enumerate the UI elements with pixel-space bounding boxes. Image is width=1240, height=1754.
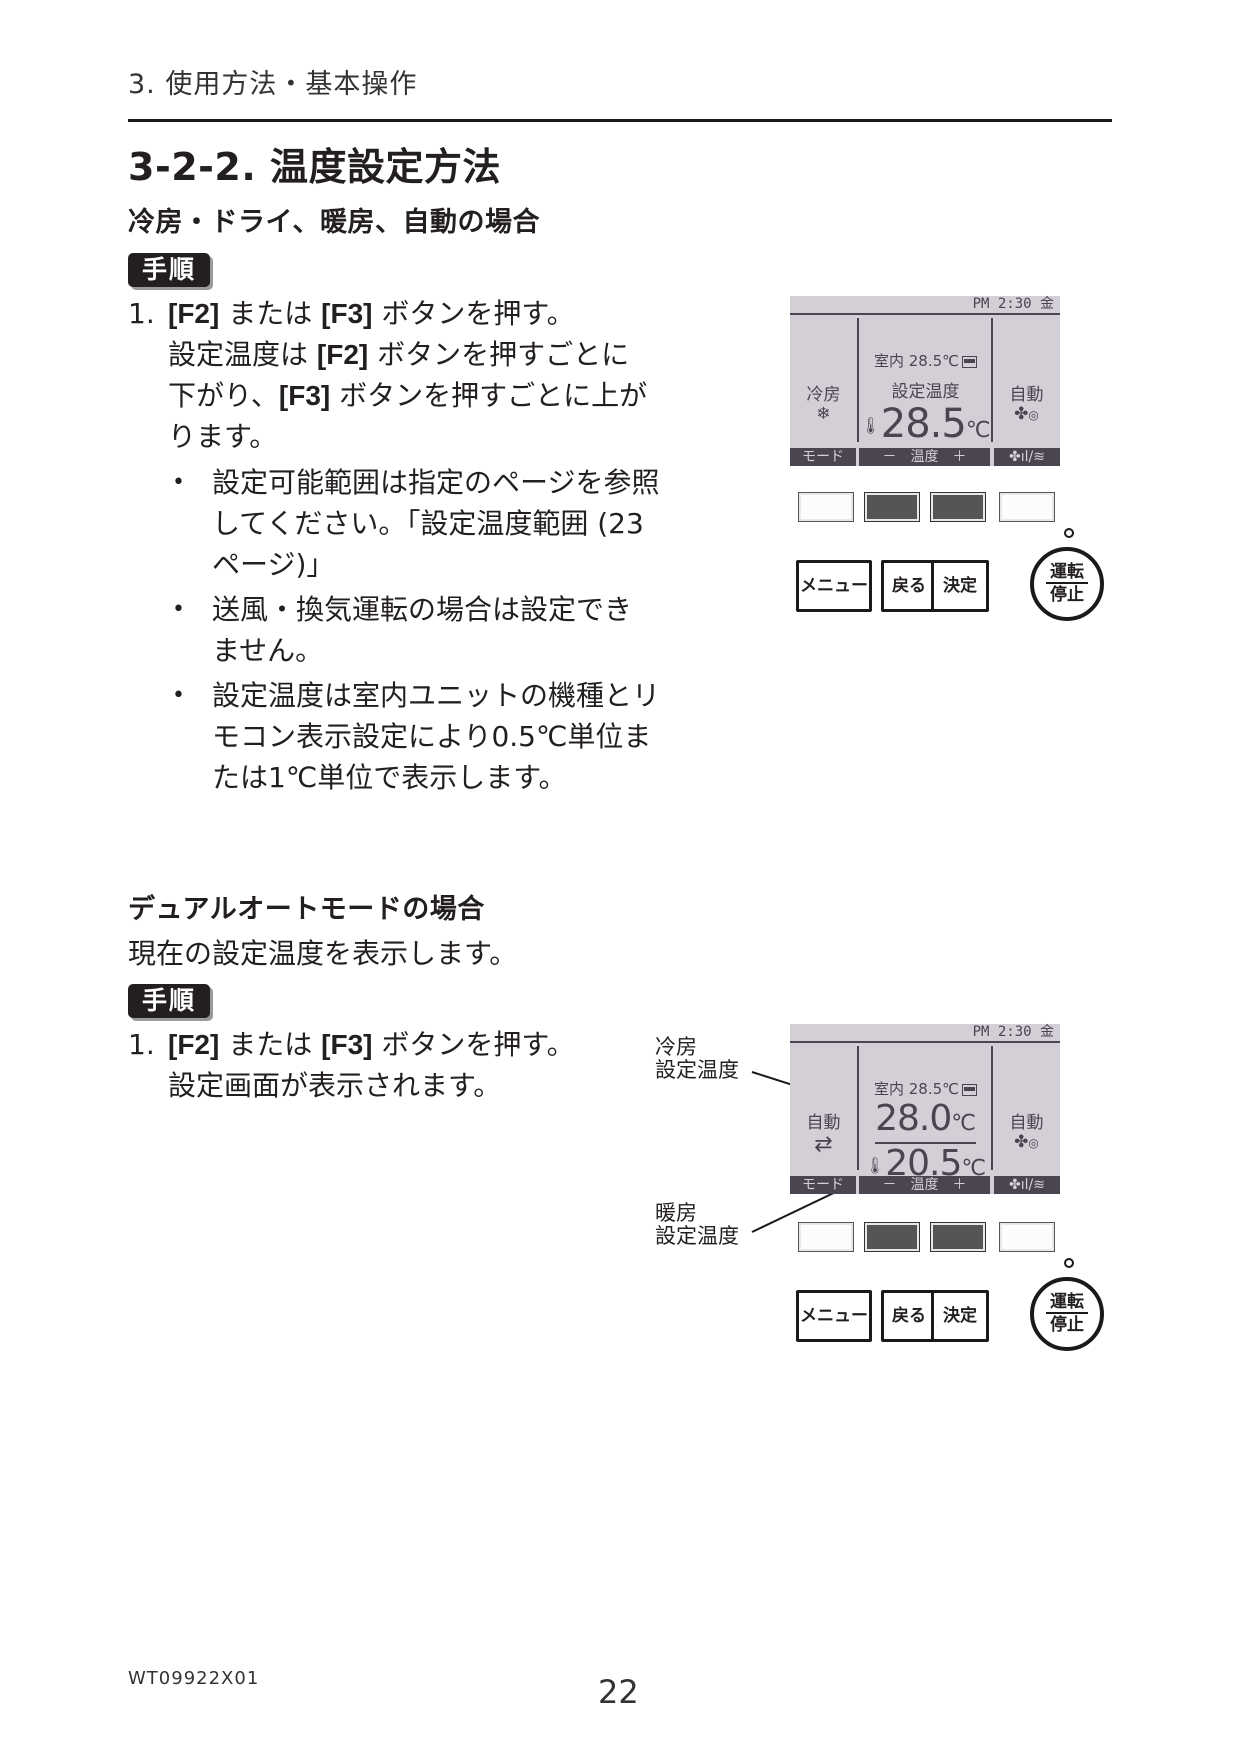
dual-auto-icon: ⇄ <box>814 1132 833 1157</box>
step-description: 設定温度は [F2] ボタンを押すごとに下がり、[F3] ボタンを押すごとに上が… <box>168 338 648 453</box>
procedure-badge: 手順 <box>128 253 211 287</box>
header-rule <box>128 119 1112 122</box>
callout-heating-set-temp: 暖房設定温度 <box>655 1201 739 1248</box>
section1-heading: 冷房・ドライ、暖房、自動の場合 <box>128 207 540 238</box>
step-number: 1. <box>128 297 155 330</box>
remote-lcd-screen-dual: PM 2:30 金 自動 ⇄ 室内 28.5℃ 28.0℃ 🌡20.5℃ 自動 … <box>790 1024 1060 1194</box>
room-temperature: 室内 28.5℃ <box>859 350 992 371</box>
step-number: 1. <box>128 1028 155 1061</box>
section-title: 3-2-2. 温度設定方法 <box>128 145 502 189</box>
power-button[interactable]: 運転停止 <box>1030 1277 1104 1351</box>
divider <box>991 1046 993 1170</box>
fan-mode: 自動 <box>1009 385 1044 405</box>
note-item: 送風・換気運転の場合は設定できません。 <box>170 589 660 671</box>
f1-button[interactable] <box>798 1222 854 1252</box>
fan-icon: ✤◎ <box>1014 1132 1039 1152</box>
divider <box>857 318 859 442</box>
power-led <box>1064 1258 1074 1268</box>
section1-step: 1. [F2] または [F3] ボタンを押す。 設定温度は [F2] ボタンを… <box>128 293 658 457</box>
snowflake-icon: ❄ <box>816 404 831 424</box>
step-instruction: [F2] または [F3] ボタンを押す。 <box>168 297 575 330</box>
temp-softkey-label: － 温度 ＋ <box>859 448 990 466</box>
f2-button[interactable] <box>864 1222 920 1252</box>
set-temp-label: 設定温度 <box>891 382 960 402</box>
mode-softkey-label: モード <box>790 1176 856 1194</box>
section2-step: 1. [F2] または [F3] ボタンを押す。 設定画面が表示されます。 <box>128 1024 658 1106</box>
unit-icon <box>962 1083 977 1096</box>
f1-button[interactable] <box>798 492 854 522</box>
set-temperature: 🌡28.5℃ <box>860 401 991 447</box>
note-item: 設定可能範囲は指定のページを参照してください。「設定温度範囲 (23ページ)」 <box>170 462 660 585</box>
callout-cooling-set-temp: 冷房設定温度 <box>655 1035 739 1082</box>
divider <box>857 1046 859 1170</box>
remote-lcd-screen: PM 2:30 金 冷房 ❄ 室内 28.5℃ 設定温度 🌡28.5℃ 自動 ✤… <box>790 296 1060 466</box>
lcd-status-bar: PM 2:30 金 <box>790 296 1060 315</box>
f2-button[interactable] <box>864 492 920 522</box>
fan-softkey-label: ✤ıl/≋ <box>994 448 1060 466</box>
temp-softkey-label: － 温度 ＋ <box>859 1176 990 1194</box>
fan-icon: ✤◎ <box>1014 404 1039 424</box>
notes-list: 設定可能範囲は指定のページを参照してください。「設定温度範囲 (23ページ)」 … <box>170 462 660 802</box>
f3-button[interactable] <box>930 492 986 522</box>
section2-intro: 現在の設定温度を表示します。 <box>128 937 518 970</box>
step-description: 設定画面が表示されます。 <box>168 1069 502 1102</box>
back-button[interactable]: 戻る <box>881 560 937 612</box>
menu-button[interactable]: メニュー <box>796 1290 872 1342</box>
document-code: WT09922X01 <box>128 1668 260 1689</box>
clock: PM 2:30 金 <box>972 296 1054 312</box>
section2-heading: デュアルオートモードの場合 <box>128 894 485 925</box>
back-button[interactable]: 戻る <box>881 1290 937 1342</box>
fan-softkey-label: ✤ıl/≋ <box>994 1176 1060 1194</box>
page-number: 22 <box>598 1673 639 1711</box>
f4-button[interactable] <box>999 1222 1055 1252</box>
f4-button[interactable] <box>999 492 1055 522</box>
unit-icon <box>962 355 977 368</box>
thermometer-icon: 🌡 <box>864 1156 886 1175</box>
fan-mode: 自動 <box>1009 1113 1044 1133</box>
enter-button[interactable]: 決定 <box>931 1290 989 1342</box>
enter-button[interactable]: 決定 <box>931 560 989 612</box>
power-button[interactable]: 運転停止 <box>1030 547 1104 621</box>
note-item: 設定温度は室内ユニットの機種とリモコン表示設定により0.5℃単位または1℃単位で… <box>170 675 660 798</box>
divider <box>991 318 993 442</box>
power-led <box>1064 528 1074 538</box>
lcd-status-bar: PM 2:30 金 <box>790 1024 1060 1043</box>
menu-button[interactable]: メニュー <box>796 560 872 612</box>
procedure-badge: 手順 <box>128 984 211 1018</box>
thermometer-icon: 🌡 <box>860 416 881 435</box>
operation-mode: 冷房 <box>806 385 841 405</box>
clock: PM 2:30 金 <box>972 1024 1054 1040</box>
f3-button[interactable] <box>930 1222 986 1252</box>
step-instruction: [F2] または [F3] ボタンを押す。 <box>168 1028 575 1061</box>
room-temperature: 室内 28.5℃ <box>859 1078 992 1099</box>
chapter-header: 3. 使用方法・基本操作 <box>128 69 418 100</box>
operation-mode: 自動 <box>806 1113 841 1133</box>
mode-softkey-label: モード <box>790 448 856 466</box>
cooling-set-temperature: 28.0℃ <box>875 1099 976 1144</box>
